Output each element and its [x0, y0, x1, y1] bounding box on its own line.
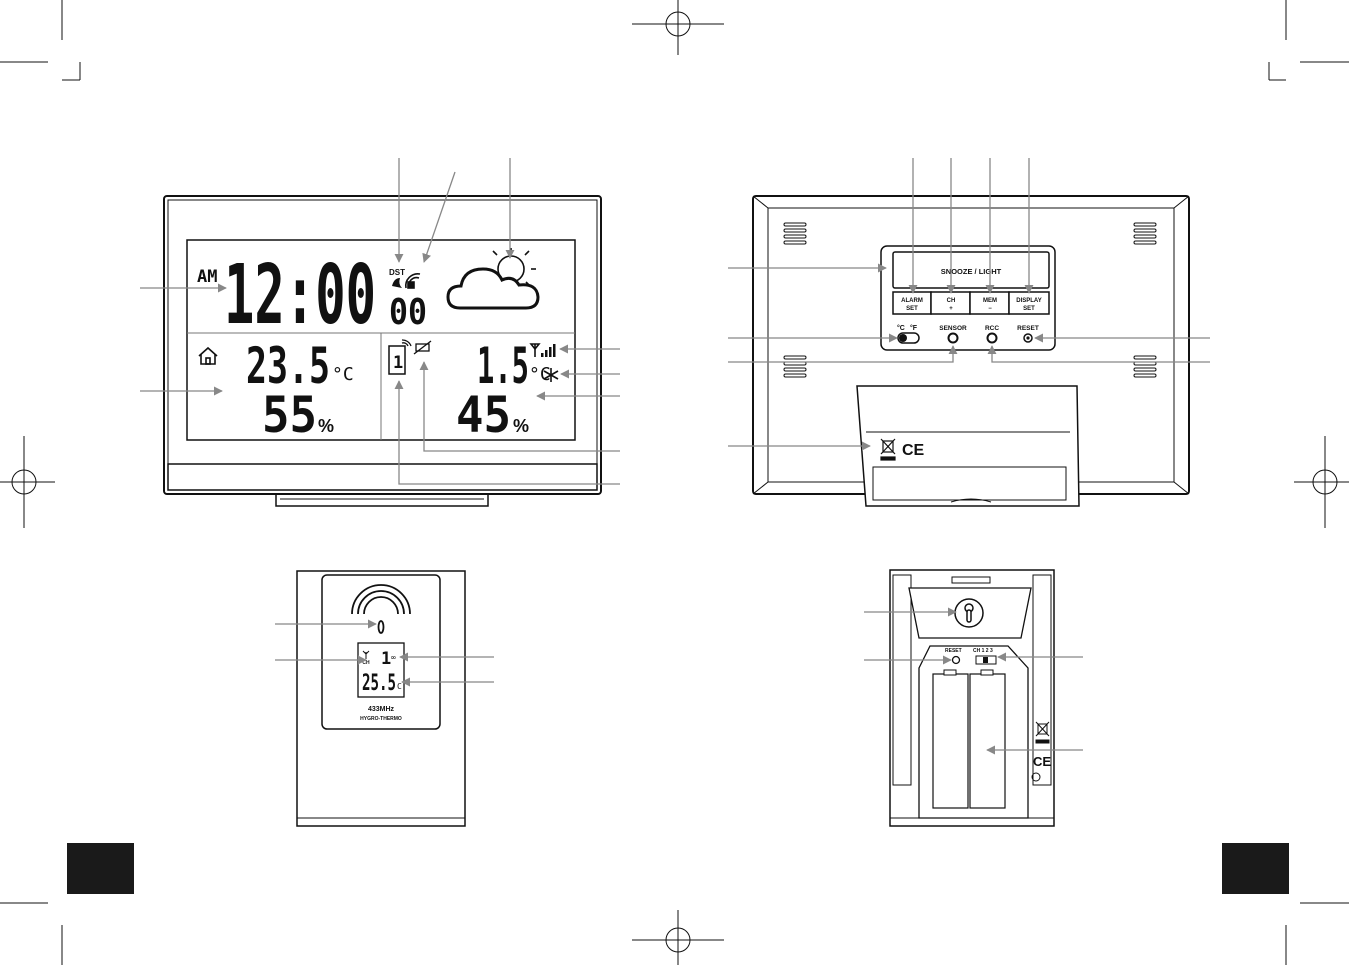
- am-indicator: AM: [197, 267, 217, 287]
- stand: [857, 386, 1079, 506]
- base-station-front: AM 12:00 DST 00 23.5 °C: [164, 196, 601, 506]
- seconds-display: 00: [389, 292, 427, 333]
- sensor-ce-mark: CE: [1033, 754, 1051, 769]
- registration-mark-left: [0, 436, 55, 528]
- ch-plus-button[interactable]: CH +: [931, 292, 970, 314]
- rcc-button[interactable]: [988, 334, 997, 343]
- snooze-light-label: SNOOZE / LIGHT: [941, 267, 1002, 276]
- sensor-reset-label: RESET: [945, 648, 962, 654]
- clock-time: 12:00: [224, 248, 376, 343]
- alarm-set-label-bottom: SET: [906, 306, 918, 312]
- dst-label: DST: [389, 268, 405, 277]
- reset-button[interactable]: [1024, 334, 1032, 342]
- mem-minus-label-top: MEM: [983, 298, 997, 304]
- sensor-channel-number: 1: [381, 649, 391, 669]
- sensor-ch-label: CH: [362, 660, 370, 666]
- channel-selector-switch[interactable]: [976, 656, 996, 664]
- channel-number: 1: [393, 353, 403, 373]
- unit-switch-c-label: °C: [897, 324, 905, 332]
- outdoor-temp-unit: °C: [529, 364, 551, 385]
- sensor-model: HYGRO-THERMO: [360, 716, 402, 722]
- sensor-label: SENSOR: [939, 325, 967, 332]
- display-set-label-bottom: SET: [1023, 306, 1035, 312]
- sensor-battery-indicator: ∞: [391, 653, 396, 662]
- alarm-set-button[interactable]: ALARM SET: [893, 292, 931, 314]
- unit-toggle-switch[interactable]: [898, 333, 919, 343]
- indoor-temp-unit: °C: [332, 364, 354, 385]
- sensor-front-unit: CH 1 ∞ 25.5 C 433MHz HYGRO-THERMO: [297, 571, 465, 826]
- outdoor-humidity: 45: [456, 386, 511, 444]
- keyhole-mount-icon: [955, 599, 983, 627]
- mem-minus-label-bottom: −: [988, 306, 992, 312]
- sensor-back-unit: RESET CH 1 2 3 CE: [890, 570, 1054, 826]
- base-station-back: SNOOZE / LIGHT ALARM SET CH + MEM − DISP…: [753, 196, 1189, 506]
- sensor-reset-button[interactable]: [953, 657, 960, 664]
- page-tab-right: [1222, 843, 1289, 894]
- indoor-humidity-unit: %: [318, 416, 334, 436]
- ch-plus-label-bottom: +: [949, 306, 953, 312]
- sensor-temp-unit: C: [397, 682, 402, 691]
- display-set-label-top: DISPLAY: [1016, 298, 1041, 304]
- reset-label: RESET: [1017, 325, 1039, 332]
- page-tab-left: [67, 843, 134, 894]
- display-set-button[interactable]: DISPLAY SET: [1009, 292, 1049, 314]
- outdoor-humidity-unit: %: [513, 416, 529, 436]
- snooze-light-button[interactable]: SNOOZE / LIGHT: [893, 252, 1049, 288]
- sensor-ch-switch-label: CH 1 2 3: [973, 648, 993, 654]
- unit-switch-f-label: °F: [910, 324, 918, 332]
- alarm-set-label-top: ALARM: [901, 298, 923, 304]
- indoor-humidity: 55: [262, 386, 317, 444]
- ce-mark: CE: [902, 442, 925, 459]
- sensor-temperature: 25.5: [362, 671, 396, 696]
- rcc-label: RCC: [985, 325, 999, 332]
- sensor-button[interactable]: [949, 334, 958, 343]
- registration-mark-bottom: [632, 910, 724, 965]
- registration-mark-top: [632, 0, 724, 55]
- ch-plus-label-top: CH: [947, 298, 956, 304]
- sensor-frequency: 433MHz: [368, 706, 395, 713]
- mem-minus-button[interactable]: MEM −: [970, 292, 1009, 314]
- registration-mark-right: [1294, 436, 1349, 528]
